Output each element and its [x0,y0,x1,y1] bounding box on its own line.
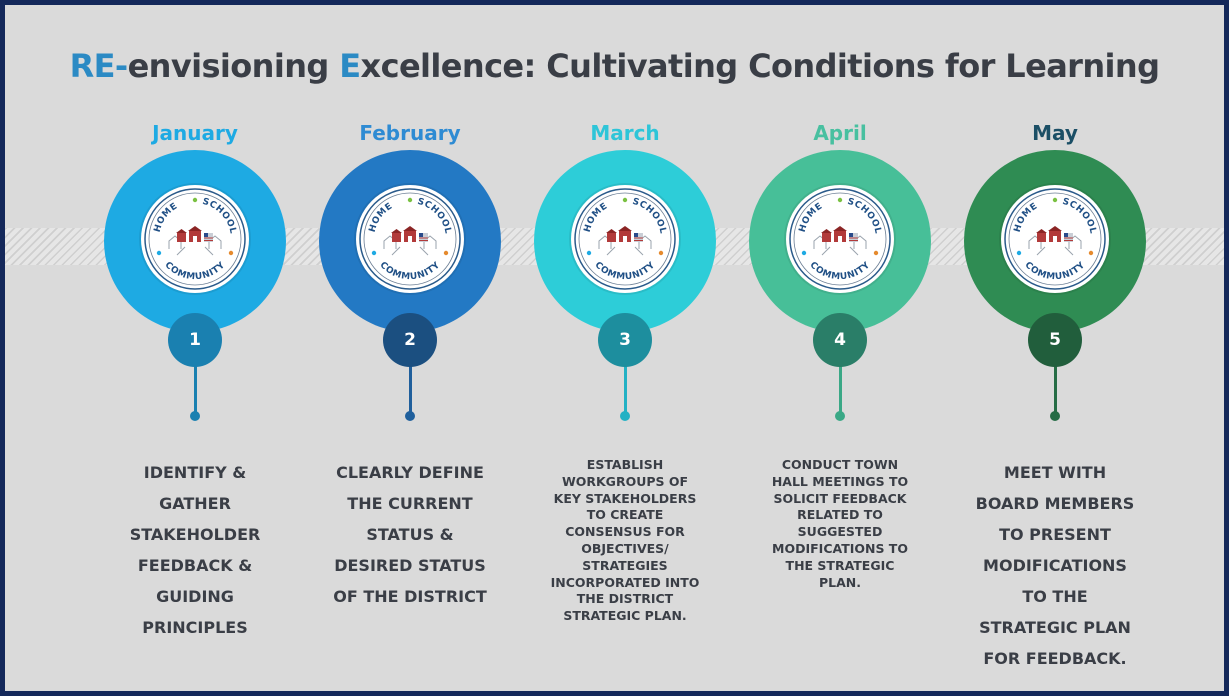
step-description-line: RELATED TO [797,507,883,523]
step-description-line: THE STRATEGIC [785,557,895,573]
step-month-label: January [152,121,238,145]
title-part2: envisioning [127,47,340,85]
step-month-label: April [813,121,867,145]
step-description-line: STRATEGIES [582,557,668,573]
step-description-line: CONSENSUS FOR [565,524,685,540]
step-description-line: TO CREATE [586,507,664,523]
step-description-line: IDENTIFY & [143,463,247,482]
step-connector-line [838,366,842,416]
step-description-line: ESTABLISH [586,457,664,472]
step-description-line: DESIRED STATUS [334,556,486,575]
title-rest: xcellence: Cultivating Conditions for Le… [360,47,1160,85]
step-number-badge: 4 [813,313,867,367]
title-prefix: RE- [69,47,129,85]
step-description-line: OBJECTIVES/ [581,540,669,556]
step-description-line: FEEDBACK & [137,556,253,575]
step-description-line: STRATEGIC PLAN [979,618,1131,637]
step-description-line: THE DISTRICT [576,591,674,607]
step-description-line: FOR FEEDBACK. [983,649,1127,668]
step-description-line: STRATEGIC PLAN. [563,608,687,624]
step-description: CLEARLY DEFINE THE CURRENT STATUS & DESIRED… [310,457,510,612]
step-description: IDENTIFY & GATHER STAKEHOLDER FEEDBACK & GUI… [95,457,295,643]
step-connector-dot [190,411,200,421]
step-connector-dot [1050,411,1060,421]
step-month-label: February [359,121,461,145]
step-description-line: TO PRESENT [999,525,1111,544]
step-connector-line [1053,366,1057,416]
step-description-line: WORKGROUPS OF [561,473,689,489]
step-description-line: TO THE [1022,587,1088,606]
title-initial: E [339,47,361,85]
page-title: RE-envisioning Excellence: Cultivating C… [5,47,1224,85]
step-description-line: INCORPORATED INTO [550,574,700,590]
step-description-line: KEY STAKEHOLDERS [553,490,697,506]
step-connector-line [193,366,197,416]
step-description-line: CONDUCT TOWN [781,457,899,472]
step-description-line: MODIFICATIONS TO [772,540,908,556]
step-connector-dot [835,411,845,421]
step-description-line: HALL MEETINGS TO [771,473,909,489]
step-description-line: MODIFICATIONS [983,556,1127,575]
step-connector-line [408,366,412,416]
step-description-line: GUIDING [156,587,234,606]
step-description-line: OF THE DISTRICT [333,587,487,606]
step-connector-dot [405,411,415,421]
step-description-line: SOLICIT FEEDBACK [773,490,907,506]
step-description-line: THE CURRENT [347,494,473,513]
step-description-line: SUGGESTED [797,524,883,540]
step-number-badge: 1 [168,313,222,367]
step-description-line: STATUS & [366,525,454,544]
step-description-line: STAKEHOLDER [129,525,261,544]
step-description: MEET WITH BOARD MEMBERS TO PRESENT MODIFICA… [955,457,1155,674]
step-connector-line [623,366,627,416]
step-description-line: BOARD MEMBERS [975,494,1135,513]
step-number-badge: 3 [598,313,652,367]
step-description-line: GATHER [159,494,231,513]
step-connector-dot [620,411,630,421]
step-month-label: March [590,121,660,145]
step-description-line: PLAN. [818,574,861,590]
step-number-badge: 5 [1028,313,1082,367]
step-month-label: May [1032,121,1078,145]
step-description-line: CLEARLY DEFINE [336,463,484,482]
step-description-line: MEET WITH [1003,463,1107,482]
step-number-badge: 2 [383,313,437,367]
step-description-line: PRINCIPLES [142,618,248,637]
